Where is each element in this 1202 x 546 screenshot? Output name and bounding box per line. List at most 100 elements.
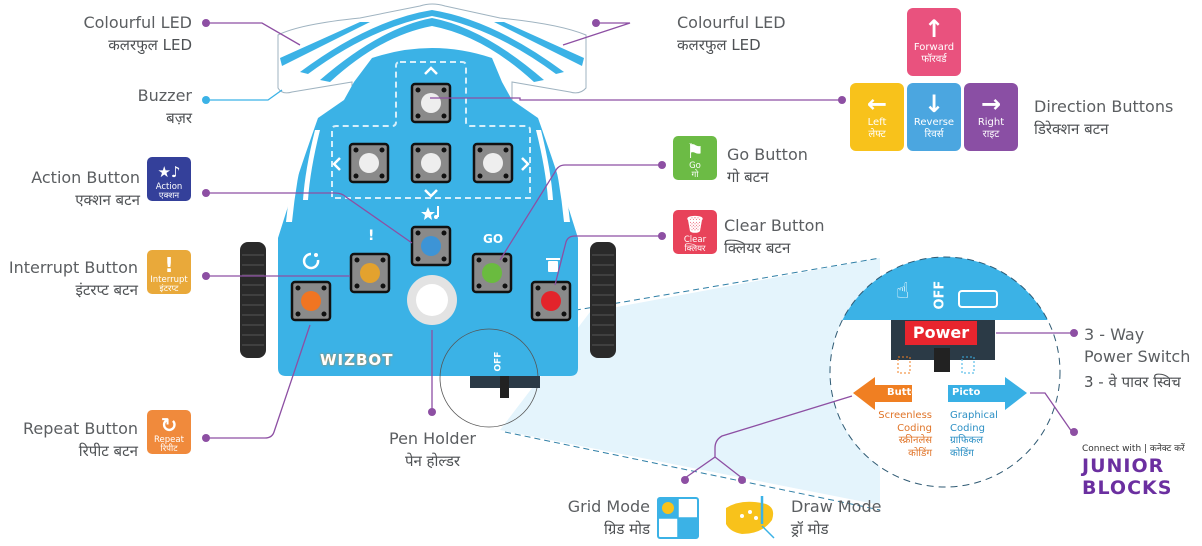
action-switch[interactable] — [410, 225, 452, 267]
tile-en: Go — [689, 161, 701, 171]
robot-brand-logo: WIZBOT — [320, 351, 394, 369]
battery-icon — [958, 290, 998, 308]
tile-en: Forward — [913, 42, 955, 53]
interrupt-switch[interactable] — [349, 252, 391, 294]
tile-hi: रिपीट — [160, 444, 178, 455]
picto-mode-arrow — [948, 377, 1027, 410]
grid-mode-icon — [657, 497, 699, 539]
tile-en: Clear — [683, 235, 707, 245]
star-note-icon: ★♪ — [157, 163, 181, 181]
junior-blocks-logo-line2: BLOCKS — [1082, 477, 1173, 500]
tile-en: Repeat — [154, 435, 184, 445]
repeat-icon: ↻ — [160, 413, 178, 437]
label-en: Colourful LED — [677, 13, 786, 32]
detail-off-text: OFF — [932, 280, 948, 310]
forward-switch[interactable] — [410, 82, 452, 124]
repeat-tile: ↻ Repeat रिपीट — [147, 410, 191, 454]
touch-icon: ☝ — [896, 279, 910, 304]
go-glyph-text: GO — [483, 232, 504, 246]
label-en: Grid Mode — [567, 497, 650, 516]
button-desc-hi1: स्क्रीनलेस — [898, 435, 932, 446]
label-buzzer: Buzzer बज़र — [138, 86, 192, 128]
tile-hi: एक्शन — [158, 191, 180, 202]
label-en: Repeat Button — [23, 419, 138, 438]
repeat-switch[interactable] — [290, 280, 332, 322]
label-hi: ड्रॉ मोड — [791, 520, 829, 538]
interrupt-glyph-text: ! — [368, 228, 375, 244]
go-tile: ⚑ Go गो — [673, 136, 717, 180]
label-hi: रिपीट बटन — [78, 442, 138, 460]
arrow-left-icon: ← — [866, 90, 888, 118]
reverse-switch[interactable] — [410, 142, 452, 184]
right-wheel — [590, 242, 616, 358]
label-en: Clear Button — [724, 216, 825, 235]
clear-tile: 🗑 Clear क्लियर — [673, 210, 717, 254]
dpad-chevrons — [332, 66, 530, 198]
label-hi: कलरफुल LED — [677, 36, 761, 54]
exclamation-icon: ! — [164, 253, 174, 277]
arrow-up-icon: ↑ — [923, 15, 945, 43]
tile-hi: राइट — [982, 129, 1000, 140]
label-hi: 3 - वे पावर स्विच — [1084, 373, 1181, 391]
label-en: Interrupt Button — [8, 258, 138, 277]
label-repeat-button: Repeat Button रिपीट बटन — [23, 419, 138, 461]
tile-hi: फॉरवर्ड — [921, 54, 947, 65]
picto-desc-hi2: कोडिंग — [950, 447, 974, 459]
label-colourful-led-right: Colourful LED कलरफुल LED — [677, 13, 786, 55]
forward-tile: ↑ Forward फॉरवर्ड — [907, 8, 961, 76]
body-power-switch[interactable] — [439, 328, 540, 428]
button-mode-label: Button — [887, 387, 926, 398]
left-switch[interactable] — [348, 142, 390, 184]
label-hi: कलरफुल LED — [108, 36, 192, 54]
label-hi: इंटरप्ट बटन — [75, 281, 138, 299]
tile-en: Action — [155, 182, 183, 192]
power-switch-detail — [829, 256, 1061, 488]
label-en-2: Power Switch — [1084, 347, 1191, 366]
left-tile: ← Left लेफ्ट — [850, 83, 904, 151]
draw-mode-icon — [726, 496, 775, 539]
label-grid-mode: Grid Mode ग्रिड मोड — [568, 497, 650, 539]
label-en: Go Button — [727, 145, 808, 164]
tile-hi: क्लियर — [684, 244, 706, 255]
label-en: Action Button — [31, 168, 140, 187]
button-mode-arrow — [853, 377, 912, 410]
tile-en: Interrupt — [150, 275, 188, 285]
picto-mode-description: Graphical Coding ग्राफिकल कोडिंग — [950, 410, 1020, 460]
label-hi: एक्शन बटन — [75, 191, 140, 209]
label-en: Direction Buttons — [1034, 97, 1174, 116]
go-switch[interactable] — [471, 252, 513, 294]
label-en: Draw Mode — [791, 497, 882, 516]
trash-icon: 🗑 — [684, 215, 706, 234]
label-pen-holder: Pen Holder पेन होल्डर — [385, 429, 480, 471]
callout-edge-top — [564, 257, 881, 313]
arrow-right-icon: → — [980, 90, 1002, 118]
tile-hi: लेफ्ट — [868, 129, 886, 140]
label-en: Colourful LED — [83, 13, 192, 32]
right-switch[interactable] — [472, 142, 514, 184]
clear-switch[interactable] — [530, 280, 572, 322]
label-interrupt-button: Interrupt Button इंटरप्ट बटन — [9, 258, 138, 300]
label-power-switch: 3 - Way Power Switch 3 - वे पावर स्विच — [1084, 325, 1190, 392]
label-hi: डिरेक्शन बटन — [1034, 120, 1109, 138]
label-action-button: Action Button एक्शन बटन — [31, 168, 140, 210]
tile-hi: इंटरप्ट — [159, 284, 179, 295]
connect-with-text: Connect with | कनेक्ट करें — [1082, 444, 1185, 454]
tile-hi: रिवर्स — [924, 129, 944, 140]
label-hi: पेन होल्डर — [404, 452, 461, 470]
picto-mode-label: Picto — [952, 387, 981, 398]
star-note-glyph-icon — [421, 206, 439, 220]
connector-lines — [206, 22, 1073, 479]
body-off-text: OFF — [493, 351, 504, 372]
action-tile: ★♪ Action एक्शन — [147, 157, 191, 201]
picto-desc-en1: Graphical — [950, 410, 998, 421]
label-en: Buzzer — [137, 86, 192, 105]
button-desc-en2: Coding — [897, 422, 932, 434]
label-hi: बज़र — [166, 109, 192, 127]
tile-en: Reverse — [913, 117, 955, 128]
right-tile: → Right राइट — [964, 83, 1018, 151]
label-direction-buttons: Direction Buttons डिरेक्शन बटन — [1034, 97, 1173, 139]
callout-edge-bottom — [504, 431, 881, 511]
junior-blocks-promo: Connect with | कनेक्ट करें JUNIOR BLOCKS — [1082, 444, 1185, 499]
tile-en: Left — [867, 117, 887, 128]
label-hi: ग्रिड मोड — [603, 520, 650, 538]
